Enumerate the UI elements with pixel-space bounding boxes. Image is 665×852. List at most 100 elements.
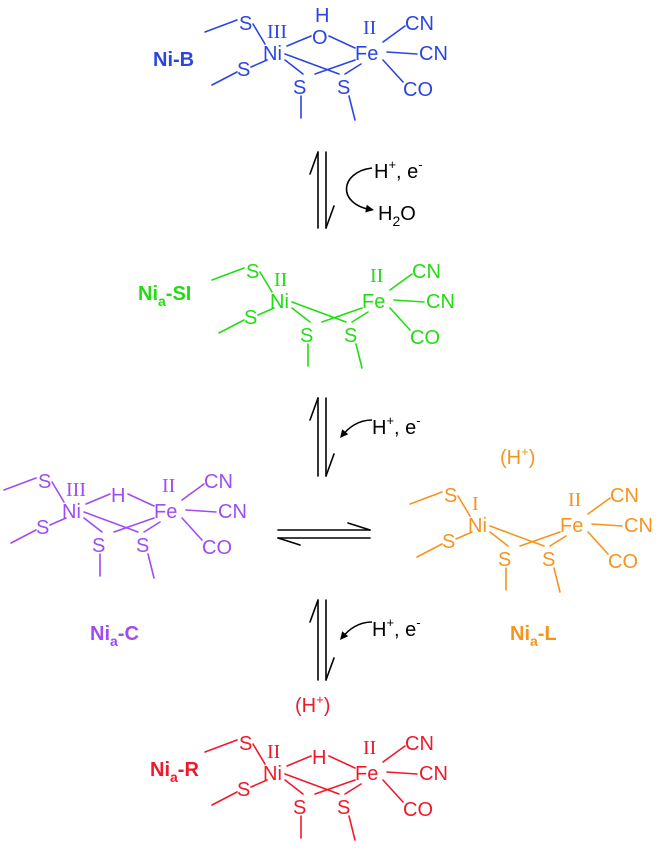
methyl-bond: [211, 71, 238, 86]
cyanide-ligand: CN: [405, 733, 434, 755]
state-label-nil: Nia-L: [510, 623, 557, 649]
arrow-head: [347, 522, 371, 531]
state-label-nisi: Nia-SI: [138, 283, 191, 309]
methyl-bond: [355, 343, 363, 369]
ni-oxidation-state: II: [274, 269, 287, 291]
nickel-label: Ni: [468, 515, 487, 537]
fe-oxidation-state: II: [363, 737, 376, 759]
ni-s-bridge-bond: [284, 53, 340, 75]
bridging-ligand: H: [111, 485, 125, 507]
ni-bridge-bond: [286, 755, 312, 767]
fe-co-bond: [181, 517, 203, 541]
horizontal-equilibrium-arrow: [277, 522, 371, 546]
sulfur-label: S: [444, 485, 457, 507]
ni-s-bond: [49, 517, 67, 526]
cyanide-ligand: CN: [218, 501, 247, 523]
methyl-bond: [147, 553, 155, 579]
methyl-bond: [3, 477, 37, 491]
carbonyl-ligand: CO: [403, 799, 433, 821]
sulfur-label: S: [344, 325, 357, 347]
sulfur-label: S: [239, 13, 252, 35]
ni-s-bond: [455, 531, 473, 540]
fe-cn-bond: [591, 523, 623, 527]
iron-label: Fe: [355, 763, 378, 785]
methyl-bond: [553, 567, 561, 593]
ni-oxidation-state: III: [66, 479, 86, 501]
fe-cn-bond: [185, 509, 217, 513]
cyanide-ligand: CN: [204, 471, 233, 493]
cyanide-ligand: CN: [610, 485, 639, 507]
fe-oxidation-state: II: [363, 17, 376, 39]
carbonyl-ligand: CO: [202, 537, 232, 559]
iron-label: Fe: [560, 515, 583, 537]
curved-arrow-path: [345, 167, 373, 211]
methyl-bond: [204, 739, 238, 753]
ni-s-bond: [457, 495, 471, 517]
sulfur-label: S: [337, 77, 350, 99]
fe-cn-bond: [393, 299, 425, 303]
arrow-head: [340, 429, 349, 438]
sulfur-label: S: [239, 733, 252, 755]
reagent-label-step-1: H+, e-: [374, 157, 423, 183]
nickel-label: Ni: [263, 43, 282, 65]
fe-oxidation-state: II: [568, 489, 581, 511]
methyl-bond: [416, 543, 443, 558]
sulfur-label: S: [237, 779, 250, 801]
equilibrium-arrow-2: [309, 397, 335, 477]
methyl-bond: [211, 267, 245, 281]
sulfur-label: S: [542, 549, 555, 571]
ni-bridge-bond: [286, 35, 312, 47]
ni-s-bond: [259, 271, 273, 293]
product-label-step-1: H2O: [378, 203, 416, 229]
cyanide-ligand: CN: [419, 763, 448, 785]
sulfur-label: S: [337, 797, 350, 819]
fe-cn-bond: [181, 483, 205, 501]
arrow-head: [309, 599, 319, 623]
cyanide-ligand: CN: [405, 13, 434, 35]
carbonyl-ligand: CO: [410, 327, 440, 349]
ni-s-bond: [250, 779, 268, 788]
fe-s-bridge-bond: [314, 779, 356, 795]
sulfur-label: S: [442, 531, 455, 553]
cyanide-ligand: CN: [426, 291, 455, 313]
sulfur-label: S: [36, 517, 49, 539]
arrow-head: [325, 453, 335, 477]
fe-s-bridge-bond: [519, 531, 561, 547]
fe-cn-bond: [587, 497, 611, 515]
methyl-bond: [211, 791, 238, 806]
fe-cn-bond: [386, 771, 418, 775]
fe-bridge-bond: [127, 493, 155, 507]
sulfur-label: S: [293, 797, 306, 819]
ni-s-bond: [252, 743, 266, 765]
ni-s-bridge-bond: [284, 773, 340, 795]
fe-co-bond: [382, 59, 404, 83]
reagent-label-step-3: H+, e-: [372, 615, 421, 641]
sulfur-label: S: [136, 535, 149, 557]
fe-bridge-bond: [328, 755, 356, 769]
ni-s-bond: [250, 59, 268, 68]
fe-oxidation-state: II: [370, 265, 383, 287]
nickel-label: Ni: [270, 291, 289, 313]
ni-s-bridge-bond: [83, 517, 103, 533]
nickel-label: Ni: [263, 763, 282, 785]
bridging-ligand: O: [312, 27, 328, 49]
ni-s-bridge-bond: [489, 531, 509, 547]
methyl-bond: [348, 95, 356, 121]
proton-note: (H+): [295, 692, 330, 717]
arrow-head: [309, 397, 319, 421]
fe-s-bridge-bond: [314, 59, 356, 75]
iron-label: Fe: [362, 291, 385, 313]
sulfur-label: S: [246, 261, 259, 283]
ni-oxidation-state: II: [267, 741, 280, 763]
fe-s-bridge-bond: [321, 307, 363, 323]
ni-bridge-bond: [85, 493, 111, 505]
carbonyl-ligand: CO: [608, 551, 638, 573]
ni-s-bridge-bond: [291, 301, 347, 323]
fe-co-bond: [587, 531, 609, 555]
proton-note: (H+): [500, 444, 535, 469]
equilibrium-arrow-3: [309, 599, 335, 681]
